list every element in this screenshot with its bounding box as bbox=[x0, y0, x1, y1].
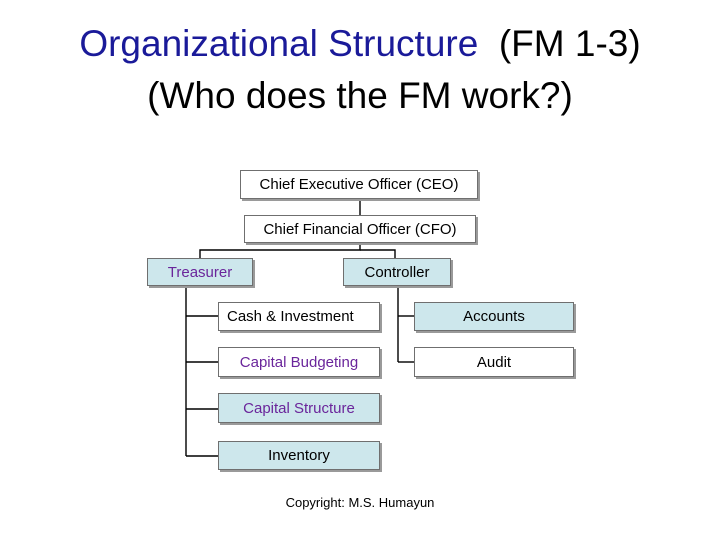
accounts-box: Accounts bbox=[414, 302, 574, 331]
slide-title-line1: Organizational Structure (FM 1-3) bbox=[0, 22, 720, 66]
capital-structure-box: Capital Structure bbox=[218, 393, 380, 423]
connector-cfo-treasurer bbox=[199, 243, 361, 260]
connector-cfo-controller bbox=[360, 249, 396, 260]
audit-box: Audit bbox=[414, 347, 574, 377]
slide-title-line2: (Who does the FM work?) bbox=[147, 75, 573, 116]
cfo-box: Chief Financial Officer (CFO) bbox=[244, 215, 476, 243]
cash-investment-box: Cash & Investment bbox=[218, 302, 380, 331]
treasurer-box: Treasurer bbox=[147, 258, 253, 286]
copyright-text: Copyright: M.S. Humayun bbox=[285, 495, 435, 510]
capital-budgeting-box: Capital Budgeting bbox=[218, 347, 380, 377]
slide-title-code: (FM 1-3) bbox=[498, 23, 641, 64]
controller-box: Controller bbox=[343, 258, 451, 286]
slide-title-main: Organizational Structure bbox=[79, 23, 479, 64]
ceo-box: Chief Executive Officer (CEO) bbox=[240, 170, 478, 199]
inventory-box: Inventory bbox=[218, 441, 380, 470]
